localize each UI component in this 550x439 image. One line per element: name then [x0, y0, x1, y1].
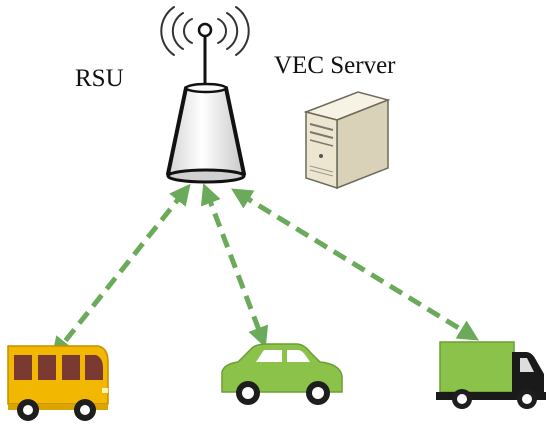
vec-server-label: VEC Server — [274, 52, 396, 79]
car-icon — [221, 343, 343, 405]
bus-icon — [7, 345, 109, 421]
link-rsu-car — [200, 183, 269, 348]
link-rsu-truck — [231, 188, 479, 341]
link-rsu-bus — [51, 183, 191, 359]
truck-icon — [436, 341, 546, 409]
radio-tower-icon — [166, 22, 246, 184]
communication-links — [51, 183, 479, 359]
rsu-label: RSU — [75, 65, 124, 92]
server-tower-icon — [303, 91, 391, 190]
wireless-signal-icon — [160, 6, 250, 56]
